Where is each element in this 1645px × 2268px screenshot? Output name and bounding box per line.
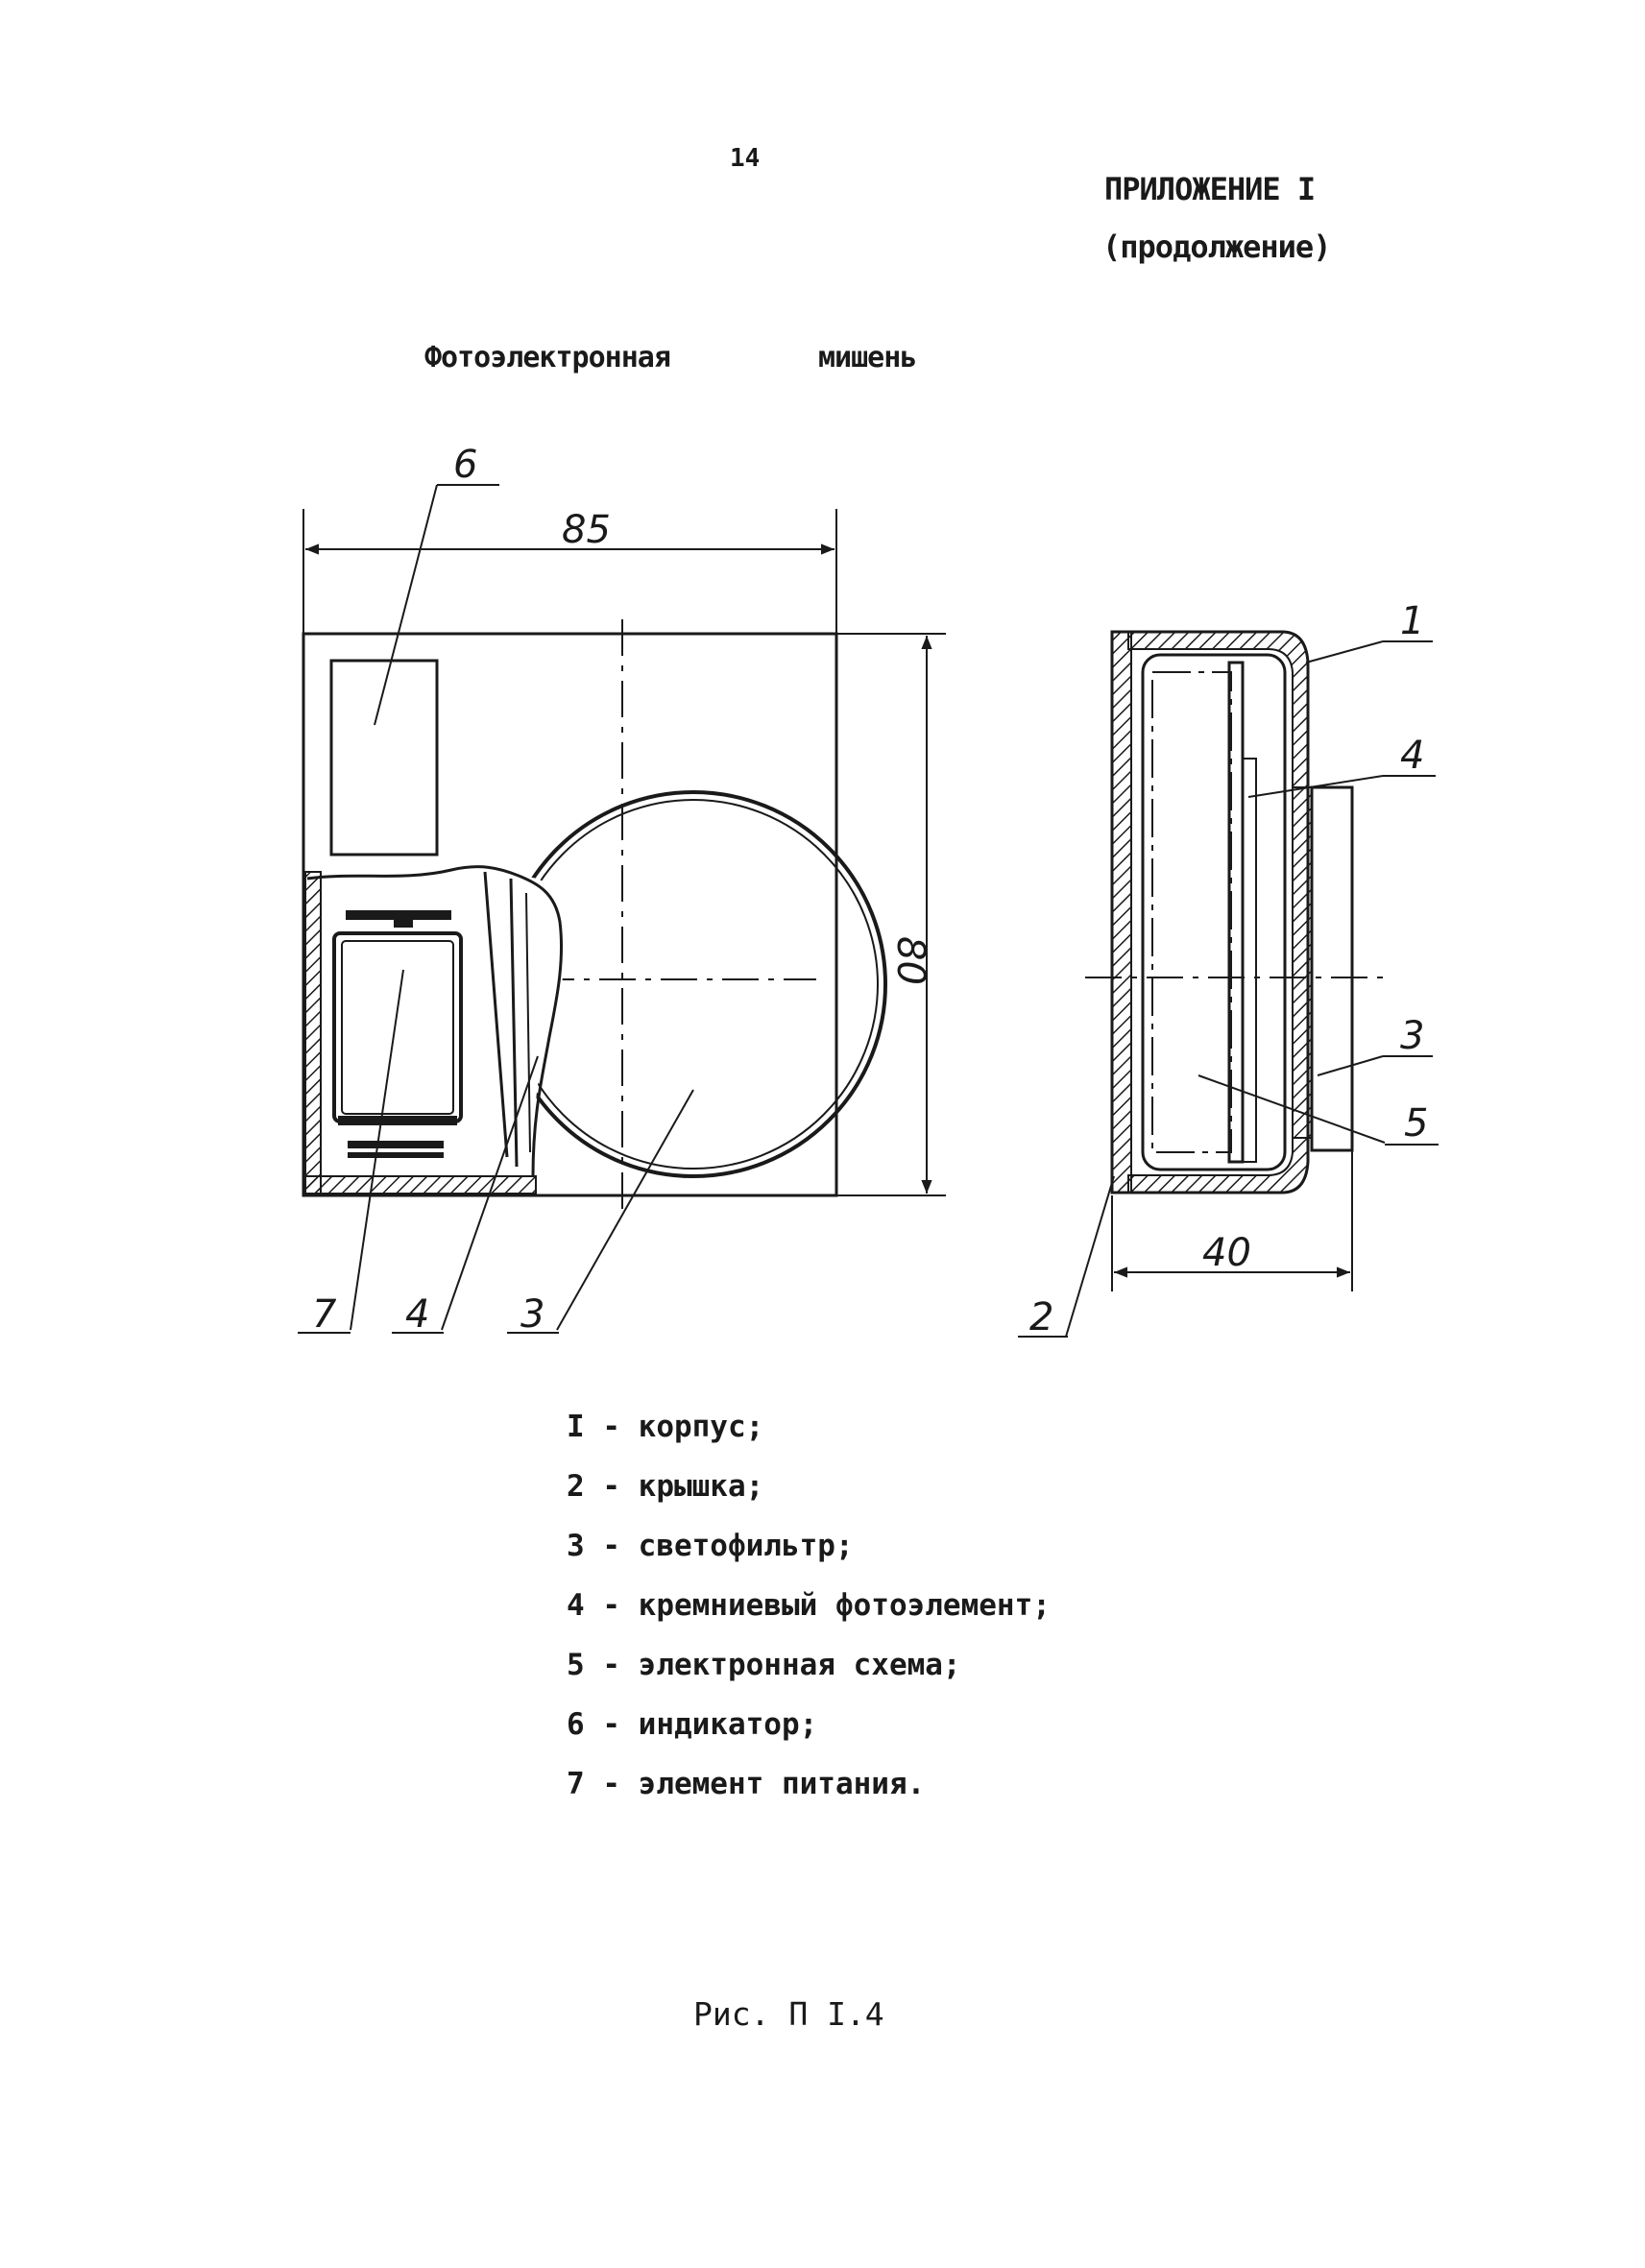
side-cover-hatch	[1111, 631, 1132, 1194]
legend-item: 2 - крышка;	[567, 1469, 764, 1504]
dimension-label-depth: 40	[1202, 1231, 1251, 1275]
legend-item: I - корпус;	[567, 1410, 764, 1444]
dimension-label-width: 85	[562, 508, 611, 552]
appendix-title: ПРИЛОЖЕНИЕ I	[1104, 171, 1316, 207]
front-body-outline	[302, 632, 838, 1197]
callout-4-front: 4	[405, 1292, 429, 1337]
front-view	[298, 484, 946, 1334]
callout-1-side: 1	[1400, 599, 1424, 643]
appendix-subtitle: (продолжение)	[1102, 229, 1331, 265]
page-number: 14	[730, 144, 761, 173]
callout-7-front: 7	[312, 1292, 337, 1337]
dimension-label-height: 80	[888, 936, 932, 985]
callout-2-side: 2	[1029, 1295, 1053, 1339]
cutaway-break-line	[306, 865, 564, 1177]
legend-item: 4 - кремниевый фотоэлемент;	[567, 1588, 1051, 1623]
battery-contact-bottom	[348, 1141, 444, 1148]
side-filter-hatch	[1292, 786, 1313, 1139]
legend-item: 6 - индикатор;	[567, 1707, 818, 1742]
figure-title-word-2: мишень	[818, 341, 917, 374]
indicator-window	[329, 659, 439, 857]
legend-item: 5 - электронная схема;	[567, 1648, 961, 1682]
figure-caption: Рис. П I.4	[693, 1995, 884, 2033]
electronic-board	[1151, 671, 1232, 1153]
callout-5-side: 5	[1404, 1101, 1428, 1146]
battery-contact-top	[346, 910, 451, 920]
legend-list: I - корпус; 2 - крышка; 3 - светофильтр;…	[567, 1410, 1051, 1826]
front-bottom-wall-hatch	[304, 1175, 537, 1194]
callout-4-side: 4	[1400, 734, 1424, 778]
side-view	[1018, 630, 1439, 1338]
callout-3-front: 3	[520, 1292, 544, 1337]
callout-6-front: 6	[453, 443, 477, 487]
figure-title-word-1: Фотоэлектронная	[424, 341, 671, 374]
legend-item: 3 - светофильтр;	[567, 1529, 854, 1563]
callout-3-side: 3	[1400, 1014, 1424, 1058]
front-left-wall-hatch	[304, 871, 322, 1194]
legend-item: 7 - элемент питания.	[567, 1767, 926, 1801]
